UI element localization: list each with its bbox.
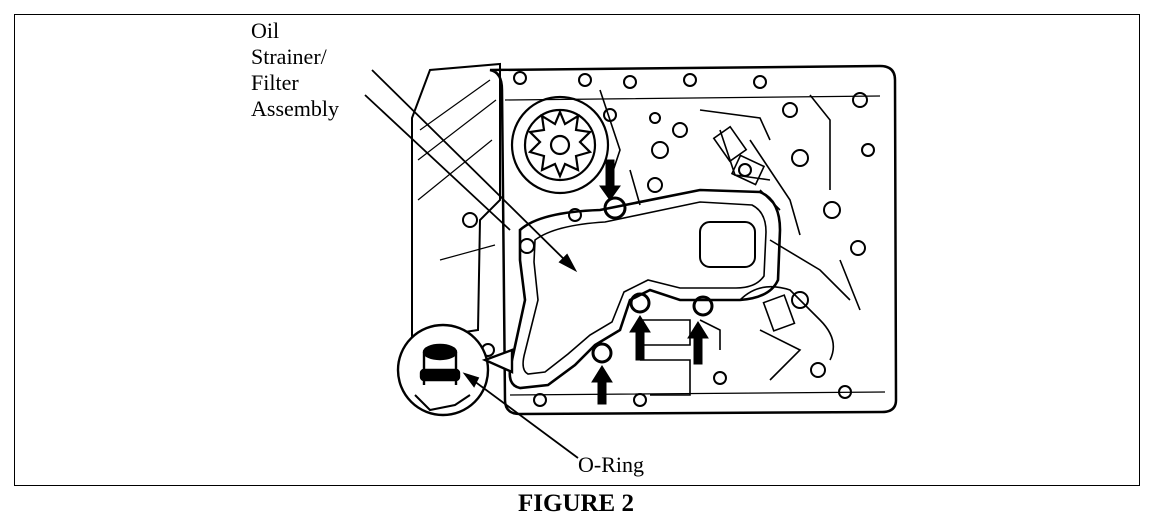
filter-bolt (603, 196, 627, 220)
bolt-arrow-middle (629, 315, 651, 361)
valve-body (411, 62, 898, 416)
valve-body-bolts (462, 71, 875, 407)
filter-window (699, 221, 756, 268)
o-ring-inset (396, 323, 514, 417)
figure-frame (14, 14, 1140, 486)
strainer-callout-label: Oil Strainer/ Filter Assembly (251, 18, 339, 121)
o-ring-leader (469, 377, 579, 459)
filter-outline-outer (508, 188, 782, 390)
strainer-leader-2 (364, 94, 511, 231)
bolt-arrow-bottom (591, 365, 613, 405)
filter-bolt (629, 292, 651, 314)
filter-bolt (591, 342, 613, 364)
oil-pump-gear (510, 95, 610, 195)
bolt-arrow-right (687, 321, 709, 365)
bolt-arrow-top (599, 159, 621, 201)
valve-body-inner-edge (504, 95, 886, 396)
figure-caption: FIGURE 2 (518, 490, 634, 517)
filter-bolt (692, 295, 714, 317)
filter-outline-inner (522, 201, 767, 375)
transmission-case-left (411, 62, 501, 342)
leader-lines (364, 69, 579, 459)
o-ring-callout-label: O-Ring (578, 452, 644, 477)
oil-strainer-filter (508, 188, 782, 390)
valve-body-outline (489, 64, 898, 416)
valve-body-passages (599, 89, 861, 396)
strainer-leader (371, 69, 576, 271)
o-ring-band (419, 368, 461, 382)
bolt-arrows (591, 159, 709, 405)
